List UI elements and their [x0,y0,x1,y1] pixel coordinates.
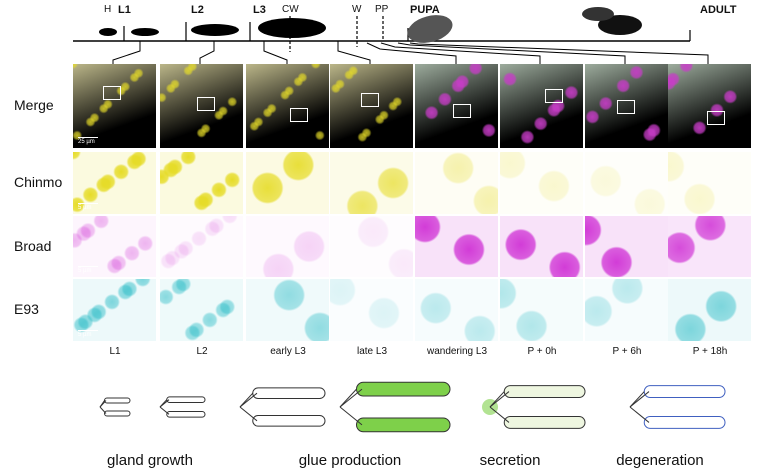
column-label: P + 18h [692,346,728,357]
gland-diagram [629,385,726,429]
merge-panel [500,64,583,148]
merge-panel [585,64,668,148]
chinmo-panel [500,152,583,214]
scale-bar: 25 µm [78,137,98,145]
zoom-box [361,93,379,107]
connector-lines [112,41,709,64]
zoom-box [707,111,725,125]
gland-diagram [99,397,131,417]
pupa-silhouette [407,15,453,43]
gland-diagram [159,396,206,418]
broad-panel [246,216,329,277]
e93-panel [585,279,668,341]
merge-panel [330,64,413,148]
chinmo-panel [585,152,668,214]
zoom-box [197,97,215,111]
column-label: wandering L3 [426,346,488,357]
broad-panel [668,216,751,277]
stage-label: PP [375,4,389,15]
stage-label: H [104,4,112,15]
e93-panel [160,279,243,341]
zoom-box [617,100,635,114]
scale-bar: 5 µm [78,266,98,274]
larva-silhouettes [99,18,326,38]
merge-panel [160,64,243,148]
row-label: Merge [14,97,54,113]
broad-panel [500,216,583,277]
gland-diagrams [99,381,726,433]
gland-diagram [339,381,451,433]
e93-panel [668,279,751,341]
e93-panel [415,279,498,341]
merge-panel [415,64,498,148]
zoom-box [290,108,308,122]
scale-bar: 5 µm [78,203,98,211]
process-label: degeneration [616,452,704,469]
e93-panel: 5 µm [73,279,156,341]
chinmo-panel [246,152,329,214]
timeline [73,7,709,64]
merge-panel: 25 µm [73,64,156,148]
row-label: E93 [14,301,39,317]
chinmo-panel [668,152,751,214]
merge-panel [668,64,751,148]
stage-label: PUPA [410,4,440,16]
zoom-box [545,89,563,103]
zoom-box [453,104,471,118]
stage-label: ADULT [700,4,737,16]
broad-panel: 5 µm [73,216,156,277]
gland-diagram [239,387,326,427]
row-label: Broad [14,237,52,254]
e93-panel [500,279,583,341]
process-label: secretion [479,452,541,469]
gland-diagram [482,385,586,429]
zoom-box [103,86,121,100]
stage-label: L1 [118,4,131,16]
stage-label: L2 [191,4,204,16]
e93-panel [330,279,413,341]
column-label: L1 [109,346,121,357]
chinmo-panel [330,152,413,214]
broad-panel [415,216,498,277]
stage-label: CW [282,4,299,15]
merge-panel [246,64,329,148]
column-label: L2 [196,346,208,357]
adult-fly-silhouette [582,7,642,35]
stage-label: W [352,4,362,15]
process-label: gland growth [107,452,193,469]
process-label: glue production [298,452,402,469]
row-label: Chinmo [14,174,63,190]
chinmo-panel [415,152,498,214]
e93-panel [246,279,329,341]
stage-label: L3 [253,4,266,16]
column-label: late L3 [356,346,388,357]
column-label: P + 0h [527,346,557,357]
column-label: P + 6h [612,346,642,357]
scale-bar: 5 µm [78,330,98,338]
chinmo-panel [160,152,243,214]
chinmo-panel: 5 µm [73,152,156,214]
broad-panel [585,216,668,277]
broad-panel [160,216,243,277]
broad-panel [330,216,413,277]
column-label: early L3 [270,346,306,357]
